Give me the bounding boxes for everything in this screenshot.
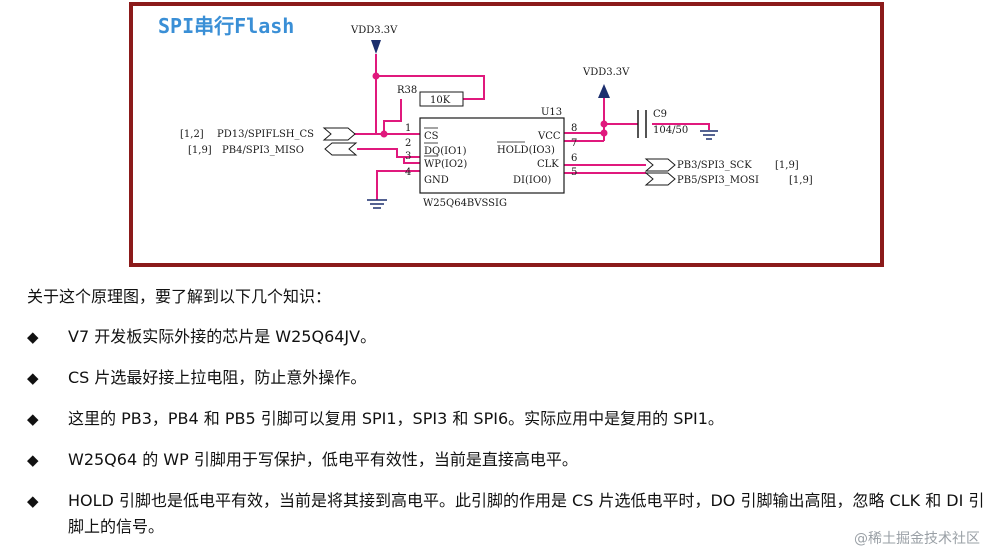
capacitor-symbol bbox=[637, 110, 647, 138]
net-connector-right bbox=[644, 158, 676, 186]
net-ref: [1,9] bbox=[188, 145, 212, 156]
resistor-symbol bbox=[419, 91, 464, 107]
ground-icon bbox=[367, 199, 387, 209]
list-item: ◆ HOLD 引脚也是低电平有效，当前是将其接到高电平。此引脚的作用是 CS 片… bbox=[27, 488, 992, 540]
power-arrow-right bbox=[598, 84, 610, 98]
diamond-bullet-icon: ◆ bbox=[27, 451, 39, 469]
net-label: PB4/SPI3_MISO bbox=[222, 145, 304, 156]
pin-name: DI(IO0) bbox=[513, 175, 551, 186]
notes-intro: 关于这个原理图，要了解到以下几个知识： bbox=[27, 287, 332, 306]
pin-name: WP(IO2) bbox=[424, 159, 467, 170]
resistor-value: 10K bbox=[430, 95, 451, 106]
list-item-text: V7 开发板实际外接的芯片是 W25Q64JV。 bbox=[68, 327, 377, 346]
chip-body bbox=[419, 117, 565, 194]
pin-number: 4 bbox=[405, 167, 411, 178]
list-item-text: CS 片选最好接上拉电阻，防止意外操作。 bbox=[68, 368, 367, 387]
junction-dot bbox=[600, 120, 608, 128]
net-ref: [1,9] bbox=[775, 160, 799, 171]
left-pin-group: 1 CS 2 DQ(IO1) 3 WP(IO2) 4 GND bbox=[405, 123, 467, 186]
pin-name: GND bbox=[424, 175, 449, 186]
diamond-bullet-icon: ◆ bbox=[27, 410, 39, 428]
list-item: ◆ W25Q64 的 WP 引脚用于写保护，低电平有效性，当前是直接高电平。 bbox=[27, 447, 992, 473]
schematic-frame bbox=[129, 2, 884, 267]
schematic-diagram: SPI串行Flash VDD3.3V VDD3.3V R38 10K C9 10… bbox=[129, 2, 884, 267]
net-label: PB3/SPI3_SCK bbox=[677, 160, 752, 171]
capacitor-ref: C9 bbox=[653, 109, 667, 120]
pin-number: 8 bbox=[571, 123, 577, 134]
pin-number: 1 bbox=[405, 123, 411, 134]
resistor-ref: R38 bbox=[397, 85, 417, 96]
pin-number: 5 bbox=[571, 167, 577, 178]
pin-number: 6 bbox=[571, 153, 577, 164]
ground-icon bbox=[700, 130, 718, 140]
pin-name: DQ(IO1) bbox=[424, 146, 467, 157]
junction-dot bbox=[600, 129, 608, 137]
notes-list: ◆ V7 开发板实际外接的芯片是 W25Q64JV。 ◆ CS 片选最好接上拉电… bbox=[27, 324, 992, 540]
power-label-right: VDD3.3V bbox=[582, 67, 630, 78]
diamond-bullet-icon: ◆ bbox=[27, 369, 39, 387]
list-item-text: 这里的 PB3，PB4 和 PB5 引脚可以复用 SPI1，SPI3 和 SPI… bbox=[68, 409, 724, 428]
right-pin-group: VCC 8 HOLD(IO3) 7 CLK 6 DI(IO0) 5 bbox=[497, 123, 577, 186]
capacitor-value: 104/50 bbox=[653, 125, 688, 136]
pin-name: HOLD(IO3) bbox=[497, 145, 555, 156]
net-label: PB5/SPI3_MOSI bbox=[677, 175, 759, 186]
pin-number: 7 bbox=[571, 138, 577, 149]
pin-name: CS bbox=[424, 131, 439, 142]
list-item: ◆ 这里的 PB3，PB4 和 PB5 引脚可以复用 SPI1，SPI3 和 S… bbox=[27, 406, 992, 432]
diamond-bullet-icon: ◆ bbox=[27, 492, 39, 510]
power-arrow-left bbox=[371, 40, 381, 54]
pin-number: 3 bbox=[405, 151, 411, 162]
pin-name: VCC bbox=[537, 131, 561, 142]
pin-name: CLK bbox=[537, 159, 559, 170]
net-connector-left bbox=[322, 127, 358, 156]
list-item: ◆ CS 片选最好接上拉电阻，防止意外操作。 bbox=[27, 365, 992, 391]
list-item-text: HOLD 引脚也是低电平有效，当前是将其接到高电平。此引脚的作用是 CS 片选低… bbox=[68, 491, 985, 536]
junction-dot bbox=[372, 72, 380, 80]
net-label: PD13/SPIFLSH_CS bbox=[217, 129, 314, 140]
net-ref: [1,2] bbox=[180, 129, 204, 140]
watermark: @稀土掘金技术社区 bbox=[854, 531, 980, 547]
power-label-left: VDD3.3V bbox=[350, 25, 398, 36]
chip-part: W25Q64BVSSIG bbox=[423, 198, 507, 209]
pin-number: 2 bbox=[405, 138, 411, 149]
junction-dot bbox=[380, 130, 388, 138]
schematic-title: SPI串行Flash bbox=[158, 14, 294, 38]
notes-section: 关于这个原理图，要了解到以下几个知识： ◆ V7 开发板实际外接的芯片是 W25… bbox=[27, 286, 992, 540]
list-item: ◆ V7 开发板实际外接的芯片是 W25Q64JV。 bbox=[27, 324, 992, 350]
net-ref: [1,9] bbox=[789, 175, 813, 186]
list-item-text: W25Q64 的 WP 引脚用于写保护，低电平有效性，当前是直接高电平。 bbox=[68, 450, 578, 469]
diamond-bullet-icon: ◆ bbox=[27, 328, 39, 346]
chip-ref: U13 bbox=[541, 107, 562, 118]
